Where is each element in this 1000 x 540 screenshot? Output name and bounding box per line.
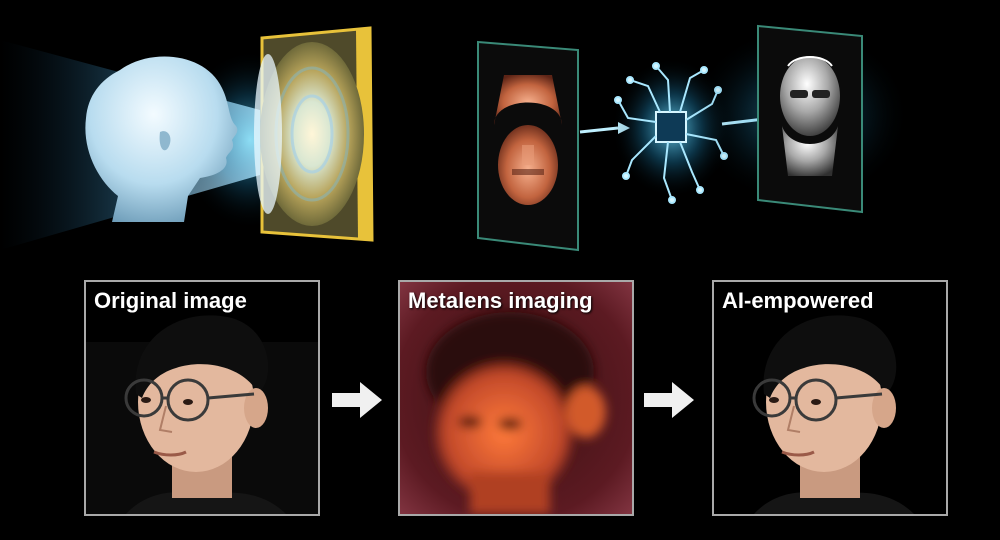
right-arrow-icon [332, 382, 382, 418]
metalens-icon [254, 26, 374, 242]
reconstructed-head-icon [757, 24, 863, 214]
top-illustration [0, 24, 910, 252]
panel-label: Metalens imaging [408, 288, 593, 313]
ai-empowered-panel: AI-empowered [712, 280, 948, 516]
signal-arrow [579, 126, 619, 134]
ai-portrait [714, 282, 946, 514]
panel-label: AI-empowered [722, 288, 874, 313]
metalens-image-panel: Metalens imaging [398, 280, 634, 516]
head-icon [85, 56, 238, 222]
original-image-panel: Original image [84, 280, 320, 516]
panel-label: Original image [94, 288, 247, 313]
right-arrow-icon [644, 382, 694, 418]
metalens-portrait [400, 282, 632, 514]
original-portrait [86, 282, 318, 514]
captured-image-panel [477, 40, 579, 252]
